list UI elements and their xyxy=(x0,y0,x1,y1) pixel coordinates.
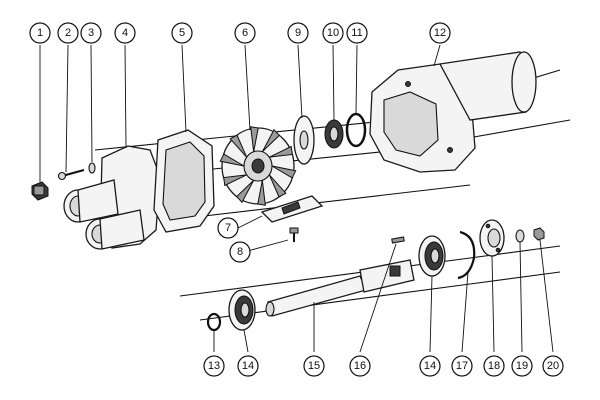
callout-label: 4 xyxy=(122,27,128,39)
shaft-key xyxy=(391,236,405,244)
callout-circle xyxy=(511,355,533,377)
callout-c20: 20 xyxy=(542,355,564,377)
impeller-vane xyxy=(229,134,248,158)
pump-housing xyxy=(369,51,537,173)
callout-circle xyxy=(217,217,239,239)
callout-label: 3 xyxy=(88,27,94,39)
impeller-vane xyxy=(268,174,287,198)
callout-circle xyxy=(237,355,259,377)
callout-circle xyxy=(80,22,102,44)
screw-washer xyxy=(88,162,96,174)
callout-c14a: 14 xyxy=(237,355,259,377)
callout-label: 1 xyxy=(37,27,43,39)
circlip xyxy=(457,230,476,280)
callout-c19: 19 xyxy=(511,355,533,377)
callout-c18: 18 xyxy=(483,355,505,377)
impeller-vane xyxy=(223,174,247,187)
callout-c4: 4 xyxy=(114,22,136,44)
callout-label: 15 xyxy=(308,360,320,372)
callout-circle xyxy=(171,22,193,44)
pump-cover xyxy=(63,145,161,250)
callout-c5: 5 xyxy=(171,22,193,44)
shaft-seal xyxy=(324,119,344,149)
wear-plate xyxy=(260,195,324,223)
callout-circle xyxy=(483,355,505,377)
retaining-ring-small xyxy=(206,312,222,332)
impeller-vane xyxy=(269,145,293,158)
thrust-washer xyxy=(293,115,315,165)
callout-circle xyxy=(287,22,309,44)
bearing-left xyxy=(228,289,256,331)
callout-label: 2 xyxy=(65,27,71,39)
callout-circle xyxy=(346,22,368,44)
impeller-vane xyxy=(250,126,259,152)
callout-c14b: 14 xyxy=(419,355,441,377)
callout-label: 7 xyxy=(225,222,231,234)
callout-circle xyxy=(203,355,225,377)
callout-label: 18 xyxy=(488,360,500,372)
callout-label: 14 xyxy=(242,360,254,372)
callout-circle xyxy=(322,22,344,44)
callout-label: 5 xyxy=(179,27,185,39)
end-washer xyxy=(515,229,525,243)
callout-c12: 12 xyxy=(429,22,451,44)
callout-label: 12 xyxy=(434,27,446,39)
callout-label: 11 xyxy=(351,27,362,39)
impeller-vane xyxy=(271,165,297,179)
callout-c11: 11 xyxy=(346,22,368,44)
callout-label: 17 xyxy=(456,360,468,372)
callout-circle xyxy=(114,22,136,44)
impeller-vane xyxy=(261,128,281,153)
callout-label: 6 xyxy=(242,27,248,39)
callout-circle xyxy=(229,241,251,263)
callout-c6: 6 xyxy=(234,22,256,44)
callout-circle xyxy=(57,22,79,44)
impeller xyxy=(219,126,297,206)
callout-c9: 9 xyxy=(287,22,309,44)
callout-c17: 17 xyxy=(451,355,473,377)
plate-screw xyxy=(289,227,299,242)
callout-circle xyxy=(542,355,564,377)
callout-circle xyxy=(419,355,441,377)
cover-gasket xyxy=(153,129,215,233)
pump-shaft xyxy=(265,259,415,317)
callout-circle xyxy=(429,22,451,44)
impeller-vane xyxy=(235,179,255,204)
callout-c2: 2 xyxy=(57,22,79,44)
callout-c10: 10 xyxy=(322,22,344,44)
callout-c8: 8 xyxy=(229,241,251,263)
callout-circle xyxy=(29,22,51,44)
callout-c13: 13 xyxy=(203,355,225,377)
callout-label: 14 xyxy=(424,360,436,372)
callout-label: 13 xyxy=(208,360,220,372)
impeller-vane xyxy=(219,153,245,167)
callout-circle xyxy=(349,355,371,377)
callout-label: 10 xyxy=(327,27,339,39)
callout-c15: 15 xyxy=(303,355,325,377)
leader-lines xyxy=(39,44,554,353)
bearing-right xyxy=(418,235,446,277)
callout-label: 20 xyxy=(547,360,559,372)
end-nut xyxy=(533,227,545,241)
drain-plug xyxy=(31,181,49,201)
callout-c1: 1 xyxy=(29,22,51,44)
callout-circle xyxy=(234,22,256,44)
callout-label: 16 xyxy=(354,360,366,372)
callout-label: 9 xyxy=(295,27,301,39)
end-flange xyxy=(479,219,505,257)
callout-circle xyxy=(451,355,473,377)
impeller-vane xyxy=(257,180,266,206)
callout-c3: 3 xyxy=(80,22,102,44)
callout-label: 19 xyxy=(516,360,528,372)
callout-c16: 16 xyxy=(349,355,371,377)
callout-c7: 7 xyxy=(217,217,239,239)
callout-circle xyxy=(303,355,325,377)
callout-label: 8 xyxy=(237,246,243,258)
o-ring xyxy=(345,112,367,148)
cover-screw xyxy=(57,168,85,181)
